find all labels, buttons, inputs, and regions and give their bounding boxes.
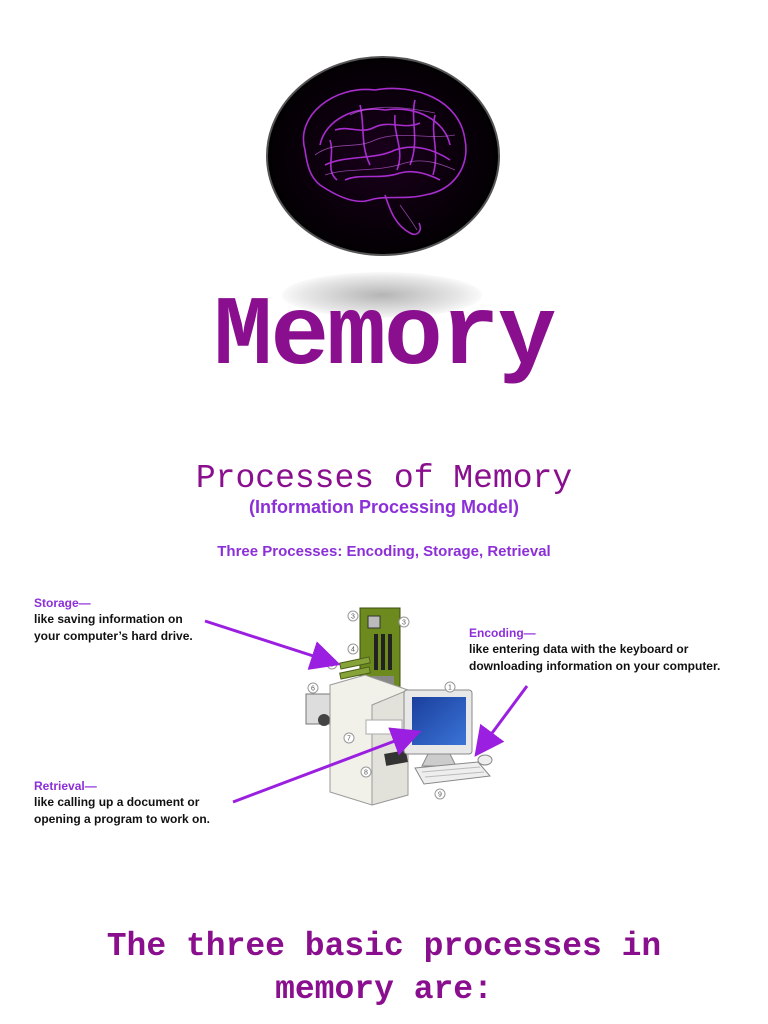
- retrieval-label: Retrieval—: [34, 779, 97, 793]
- retrieval-label-block: Retrieval— like calling up a document or…: [34, 778, 254, 828]
- page-title: Memory: [213, 282, 557, 393]
- storage-label: Storage—: [34, 596, 91, 610]
- retrieval-desc-line1: like calling up a document or: [34, 795, 200, 809]
- computer-diagram: 3 3 4 5 6 1 7 8 9: [204, 607, 529, 806]
- brain-shadow: [282, 272, 482, 318]
- callout-number: 3: [402, 620, 406, 627]
- retrieval-desc-line2: opening a program to work on.: [34, 812, 211, 826]
- brain-icon: [266, 56, 500, 256]
- footer-line2: memory are:: [275, 971, 493, 1008]
- ram-icon: [339, 656, 371, 680]
- callout-number: 7: [347, 736, 351, 743]
- storage-label-block: Storage— like saving information on your…: [34, 595, 234, 645]
- encoding-label-block: Encoding— like entering data with the ke…: [469, 625, 759, 675]
- callout-number: 3: [351, 614, 355, 621]
- three-processes-line: Three Processes: Encoding, Storage, Retr…: [217, 543, 551, 560]
- storage-arrow: [204, 619, 341, 670]
- keyboard-icon: [414, 761, 491, 785]
- encoding-label: Encoding—: [469, 626, 536, 640]
- callout-number: 6: [311, 686, 315, 693]
- section-subheading: (Information Processing Model): [248, 497, 520, 517]
- storage-desc-line2: your computer’s hard drive.: [34, 629, 193, 643]
- callout-number: 8: [364, 770, 368, 777]
- storage-desc-line1: like saving information on: [34, 612, 183, 626]
- footer-text: The three basic processes in memory are:: [0, 925, 768, 1011]
- footer-line1: The three basic processes in: [106, 928, 662, 965]
- section-heading: Processes of Memory: [195, 460, 573, 497]
- callout-number: 9: [438, 792, 442, 799]
- brain-image: [265, 55, 501, 257]
- monitor-icon: [403, 689, 473, 767]
- computer-case-icon: [329, 674, 409, 806]
- mouse-icon: [477, 754, 493, 766]
- callout-number: 1: [448, 685, 452, 692]
- encoding-desc-line1: like entering data with the keyboard or: [469, 642, 689, 656]
- encoding-arrow: [474, 685, 529, 757]
- encoding-desc-line2: downloading information on your computer…: [469, 659, 721, 673]
- retrieval-arrow: [232, 727, 422, 804]
- callout-number: 4: [351, 647, 355, 654]
